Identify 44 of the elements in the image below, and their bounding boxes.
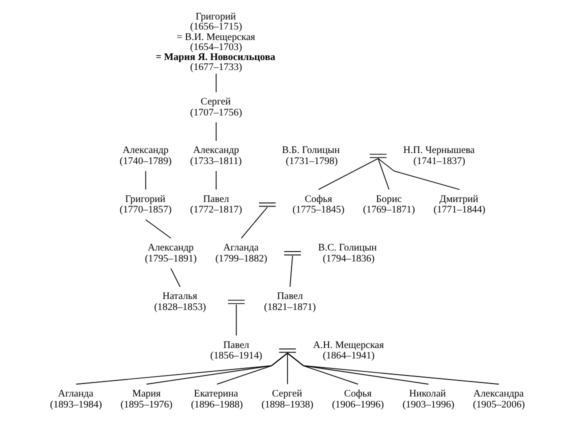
connector [216,73,217,93]
node-text: Агланда (1893–1984) [50,388,102,410]
connector [290,255,293,288]
connector [287,352,358,385]
node-text: Дмитрий (1771–1844) [434,194,486,216]
connector [170,268,181,288]
connector [287,352,429,385]
connector [145,219,172,239]
connector [378,158,460,190]
node-text: Софья (1775–1845) [292,194,344,216]
node-text: Александр (1733–1811) [190,145,242,167]
connector [76,352,288,385]
node-text: Александра (1905–2006) [472,388,525,410]
node-text: Екатерина (1896–1988) [191,388,243,410]
node-text: Сергей (1707–1756) [190,96,242,118]
node-text: Мария (1895–1976) [120,388,172,410]
node-text: Софья (1906–1996) [332,388,384,410]
node-text: Павел (1821–1871) [264,291,316,313]
node-text: Николай (1903–1996) [402,388,454,410]
node-text: Агланда (1799–1882) [215,242,268,264]
node-text: Наталья (1828–1853) [154,291,206,313]
connector [287,352,288,385]
node-text: А.Н. Мещерская (1864–1941) [313,340,384,362]
node-text: Григорий (1656–1715) = В.И. Мещерская (1654–1703) = Мария Я. Новосильцова (1677–1733) [156,12,276,74]
connector [318,158,379,190]
node-text: Павел (1856–1914) [210,340,262,362]
connector [145,170,146,190]
connector [216,170,217,190]
node-text: В.Б. Голицын (1731–1798) [282,145,340,167]
node-text: Борис (1769–1871) [363,194,415,216]
node-text: Александр (1740–1789) [120,145,172,167]
node-text: Сергей (1898–1938) [261,388,314,410]
connector [236,304,237,336]
connector [216,122,217,142]
connector [378,158,390,190]
connector [240,206,268,239]
node-text: Григорий (1770–1857) [120,194,172,216]
node-text: Александр (1795–1891) [144,242,197,264]
node-text: Павел (1772–1817) [190,194,242,216]
connector [146,352,288,385]
node-text: Н.П. Чернышева (1741–1837) [403,145,475,167]
connector [287,352,500,385]
connector [216,352,288,385]
node-text: В.С. Голицын (1794–1836) [318,242,377,264]
